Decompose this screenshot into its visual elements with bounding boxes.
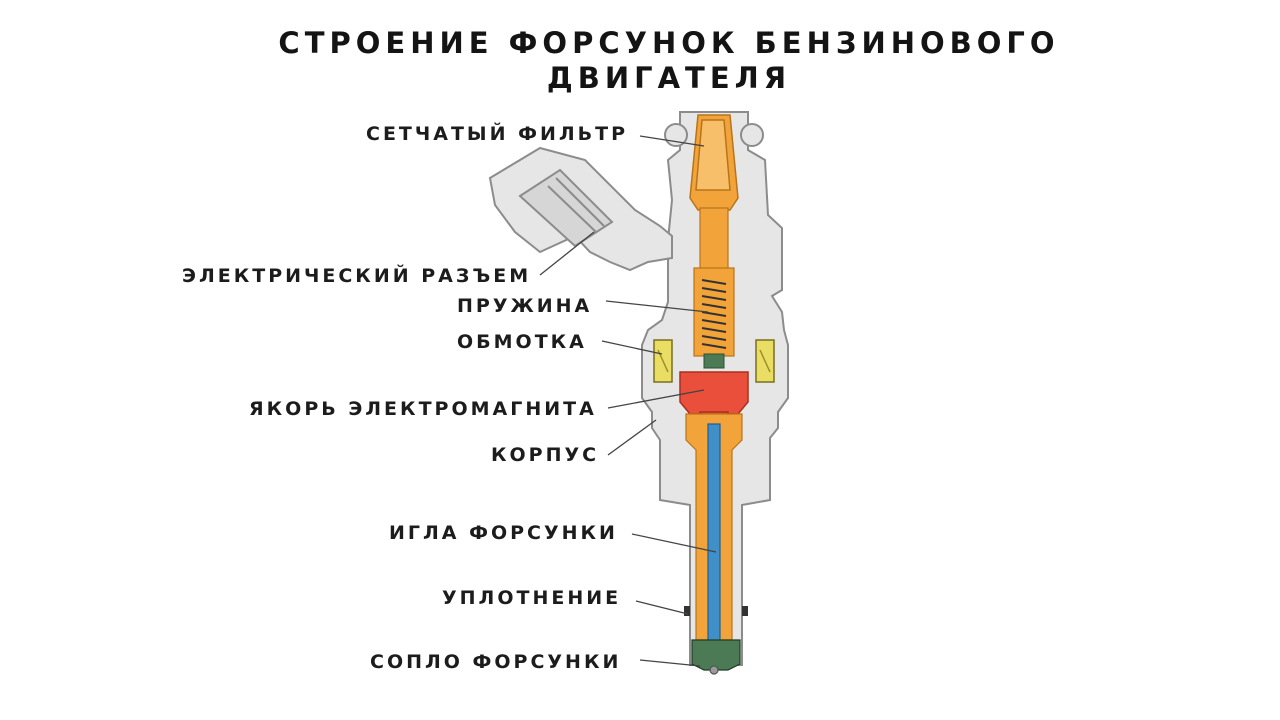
label-seal: УПЛОТНЕНИЕ	[442, 587, 622, 609]
label-body: КОРПУС	[491, 444, 600, 466]
fuel-filter	[689, 114, 739, 211]
label-connector: ЭЛЕКТРИЧЕСКИЙ РАЗЪЕМ	[182, 265, 532, 287]
label-needle: ИГЛА ФОРСУНКИ	[389, 522, 618, 544]
spring	[701, 279, 727, 349]
nozzle-tip	[691, 639, 741, 675]
label-nozzle: СОПЛО ФОРСУНКИ	[370, 651, 622, 673]
electrical-connector	[488, 146, 673, 272]
fuel-channel	[693, 207, 735, 357]
needle	[707, 423, 721, 649]
label-spring: ПРУЖИНА	[457, 295, 593, 317]
lower-seals	[684, 606, 748, 616]
leader-lines	[539, 135, 717, 667]
coil-windings	[653, 339, 775, 383]
label-armature: ЯКОРЬ ЭЛЕКТРОМАГНИТА	[249, 398, 597, 420]
top-o-rings	[664, 123, 764, 147]
label-coil: ОБМОТКА	[457, 331, 587, 353]
needle-collar	[703, 353, 725, 369]
label-filter: СЕТЧАТЫЙ ФИЛЬТР	[366, 123, 628, 145]
